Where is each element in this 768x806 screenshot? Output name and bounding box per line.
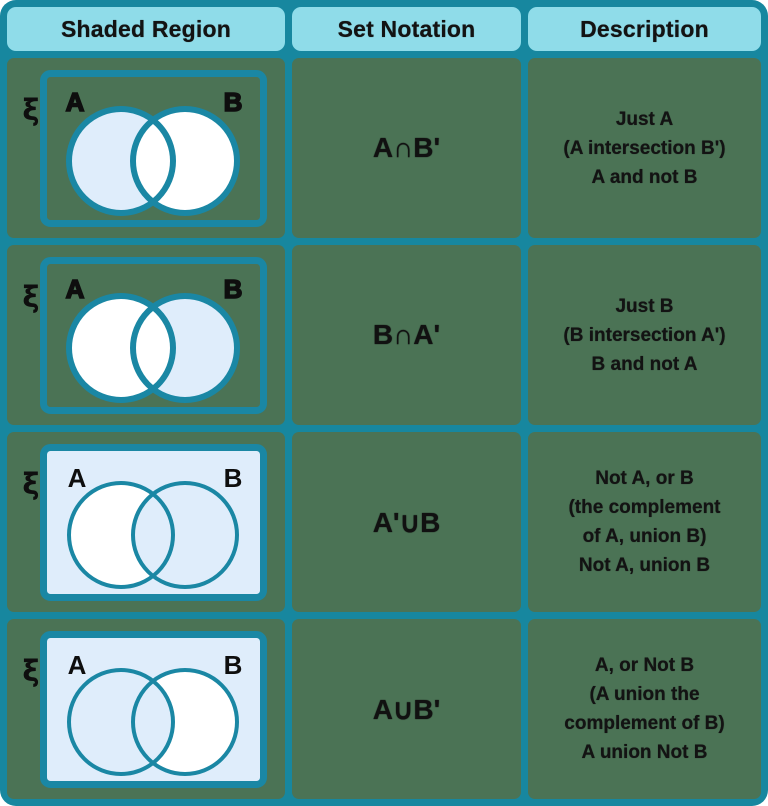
venn-diagram-a-intersect-b-complement: ξ A B xyxy=(22,70,267,227)
shaded-region-cell-row1: ξ A B xyxy=(7,58,285,238)
description-line: Not A, union B xyxy=(578,555,711,576)
circle-b-fill-unshaded xyxy=(133,109,237,213)
circle-a-fill-shaded xyxy=(69,670,173,774)
circle-b-outline xyxy=(130,293,240,403)
circle-b-outline xyxy=(130,106,240,216)
circle-b-fill-shaded xyxy=(133,483,237,587)
set-notation-text: B∩A' xyxy=(372,319,441,350)
universal-set-rect xyxy=(40,257,267,414)
label-a: A xyxy=(66,274,85,304)
label-b: B xyxy=(224,87,243,117)
description-line: Not A, or B xyxy=(595,468,694,489)
set-notation-cell-row2: B∩A' xyxy=(292,245,521,425)
description-cell-row3: Not A, or B (the complement of A, union … xyxy=(528,432,761,612)
circle-a-outline xyxy=(67,668,175,776)
column-header-description: Description xyxy=(528,7,761,51)
description-line: A union Not B xyxy=(581,742,708,763)
description-line: complement of B) xyxy=(564,713,725,734)
set-notation-text: A∪B' xyxy=(372,693,441,725)
shaded-region-cell-row4: ξ A B xyxy=(7,619,285,799)
description-line: (the complement xyxy=(568,497,721,518)
set-notation-text: A∩B' xyxy=(372,132,441,163)
description-cell-row2: Just B (B intersection A') B and not A xyxy=(528,245,761,425)
xi-label: ξ xyxy=(22,467,39,501)
circle-a-fill-unshaded xyxy=(69,296,173,400)
venn-diagram-b-intersect-a-complement: ξ A B xyxy=(22,257,267,414)
label-b: B xyxy=(224,274,243,304)
set-notation-cell-row3: A'∪B xyxy=(292,432,521,612)
label-b: B xyxy=(224,650,243,680)
description-line: (B intersection A') xyxy=(563,324,726,346)
description-cell-row1: Just A (A intersection B') A and not B xyxy=(528,58,761,238)
column-header-set-notation: Set Notation xyxy=(292,7,521,51)
description-line: B and not A xyxy=(591,353,698,375)
circle-a-outline xyxy=(66,293,176,403)
label-a: A xyxy=(68,463,87,493)
description-line: (A union the xyxy=(589,684,700,705)
description-line: of A, union B) xyxy=(582,526,707,547)
set-notation-cell-row1: A∩B' xyxy=(292,58,521,238)
circle-a-outline xyxy=(66,106,176,216)
column-header-shaded-region: Shaded Region xyxy=(7,7,285,51)
xi-label: ξ xyxy=(22,93,39,127)
venn-diagram-a-union-b-complement: ξ A B xyxy=(22,631,267,788)
circle-a-outline xyxy=(67,481,175,589)
xi-label: ξ xyxy=(22,280,39,314)
label-a: A xyxy=(66,87,85,117)
universal-set-rect xyxy=(40,70,267,227)
venn-diagram-a-complement-union-b: ξ A B xyxy=(22,444,267,601)
description-line: A, or Not B xyxy=(594,655,695,676)
circle-b-outline xyxy=(131,668,239,776)
shaded-region-cell-row3: ξ A B xyxy=(7,432,285,612)
description-line: Just A xyxy=(615,108,674,130)
description-line: (A intersection B') xyxy=(563,137,726,159)
label-b: B xyxy=(224,463,243,493)
description-cell-row4: A, or Not B (A union the complement of B… xyxy=(528,619,761,799)
description-line: A and not B xyxy=(591,166,698,188)
shaded-region-cell-row2: ξ A B xyxy=(7,245,285,425)
set-notation-cell-row4: A∪B' xyxy=(292,619,521,799)
circle-b-outline xyxy=(131,481,239,589)
set-notation-text: A'∪B xyxy=(372,506,441,538)
description-line: Just B xyxy=(615,295,674,317)
label-a: A xyxy=(68,650,87,680)
xi-label: ξ xyxy=(22,654,39,688)
